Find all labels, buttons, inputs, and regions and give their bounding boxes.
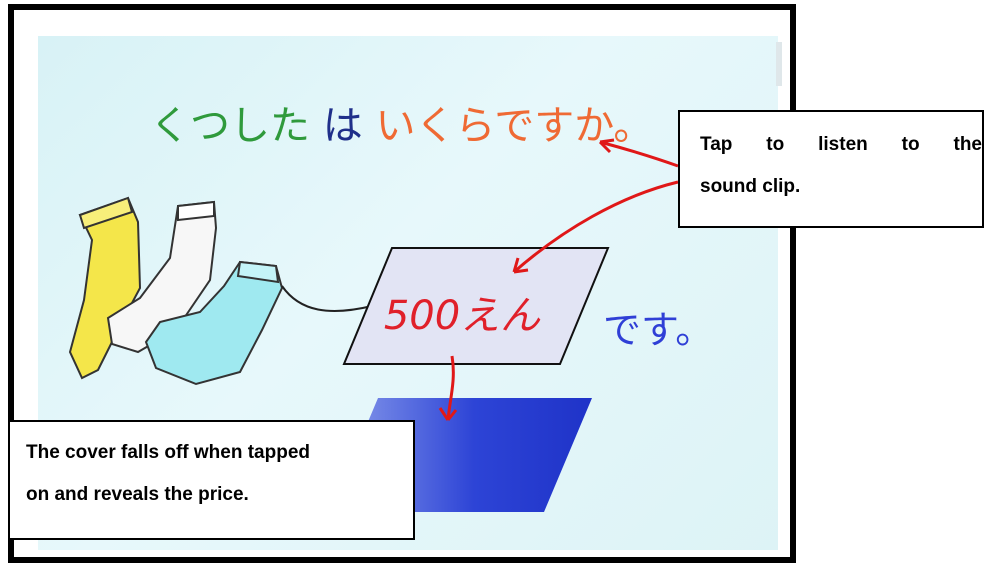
cover-callout-line1: The cover falls off when tapped [26, 442, 310, 463]
sound-word: the [953, 134, 983, 155]
white-sock-icon [106, 200, 218, 354]
sound-word: to [766, 134, 785, 155]
answer-suffix: です。 [603, 308, 714, 352]
sound-callout: Tap to listen to the sound clip. [678, 110, 984, 228]
yellow-sock-icon [68, 196, 142, 380]
arrow-to-price-card [513, 180, 679, 274]
sound-word: listen [818, 134, 868, 155]
price-card[interactable] [342, 247, 610, 365]
cover-callout-line2: on and reveals the price. [26, 484, 249, 505]
sound-word: to [901, 134, 920, 155]
arrow-to-question [599, 140, 679, 168]
sound-word: Tap [700, 134, 733, 155]
question-particle-wa: は [322, 103, 363, 149]
cyan-sock-icon [144, 260, 284, 386]
question-word-socks: くつした [150, 103, 310, 149]
tag-string [281, 285, 373, 312]
price-label: 500えん [383, 293, 541, 339]
sound-callout-line2: sound clip. [700, 176, 801, 197]
sound-callout-line1: Tap to listen to the [700, 124, 982, 166]
cover-callout: The cover falls off when tapped on and r… [8, 420, 415, 540]
arrow-to-cover [446, 355, 455, 421]
scroll-edge [776, 42, 782, 86]
